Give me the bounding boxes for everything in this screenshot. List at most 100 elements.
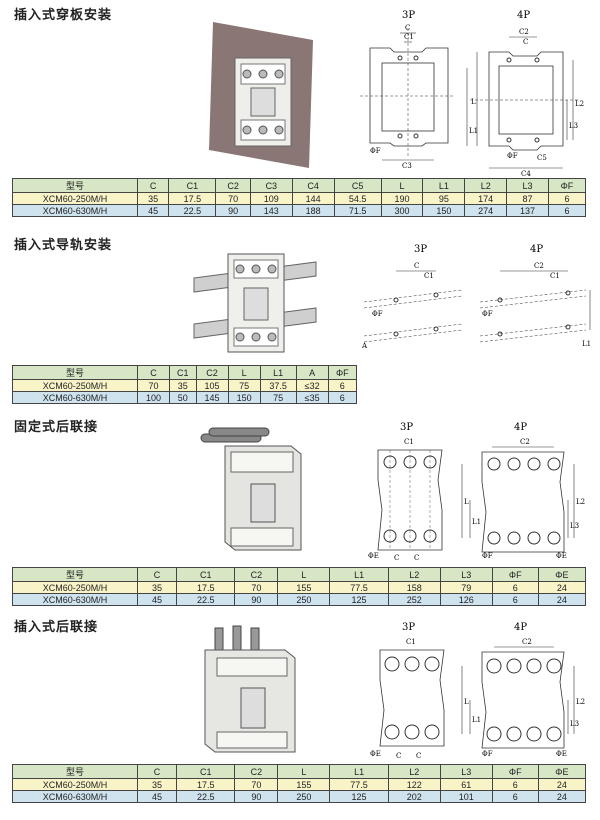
dim-phie: ΦE xyxy=(370,750,381,758)
table-cell: XCM60-630M/H xyxy=(12,391,138,404)
table-cell: 22.5 xyxy=(175,593,236,606)
table-cell: 125 xyxy=(329,790,389,803)
label-3p: 3P xyxy=(402,622,415,633)
dim-a: A xyxy=(362,342,368,350)
table-header-cell: ΦF xyxy=(327,365,358,380)
table-header-cell: C1 xyxy=(175,764,236,779)
table-cell: 17.5 xyxy=(168,192,217,205)
table-cell: 22.5 xyxy=(168,204,217,217)
table-cell: 144 xyxy=(291,192,335,205)
table-cell: 158 xyxy=(387,581,441,594)
dim-c1: C1 xyxy=(550,272,560,280)
dim-l3: L3 xyxy=(569,122,578,130)
diagram-4p-through-panel: 4P C2 C L1 L L2 L3 ΦF C5 C4 xyxy=(466,10,584,178)
table-header-cell: C3 xyxy=(249,178,293,193)
label-4p: 4P xyxy=(530,244,543,255)
table-cell: 70 xyxy=(215,192,251,205)
table-cell: 125 xyxy=(329,593,389,606)
table-cell: 137 xyxy=(506,204,549,217)
table-cell: 6 xyxy=(491,778,539,791)
table-cell: 70 xyxy=(136,379,171,392)
dim-phif: ΦF xyxy=(482,552,493,560)
table-cell: 155 xyxy=(277,581,331,594)
table-header-cell: L2 xyxy=(387,567,441,582)
table-cell: ≤35 xyxy=(295,391,329,404)
dim-phif: ΦF xyxy=(482,750,493,758)
table-header-cell: C2 xyxy=(195,365,229,380)
dim-c: C xyxy=(396,752,401,760)
breaker-through-panel-photo xyxy=(209,22,313,168)
table-cell: 77.5 xyxy=(329,581,389,594)
table-cell: 75 xyxy=(227,379,261,392)
dim-c2: C2 xyxy=(534,262,544,270)
diagram-3p-through-panel: 3P C C1 ΦF C3 xyxy=(360,10,455,170)
table-cell: 250 xyxy=(277,593,331,606)
dim-c: C xyxy=(414,262,419,270)
table-cell: 77.5 xyxy=(329,778,389,791)
table-header-cell: ΦE xyxy=(537,764,587,779)
table-cell: 90 xyxy=(234,790,279,803)
dim-l1: L1 xyxy=(469,127,478,135)
table-cell: 174 xyxy=(464,192,508,205)
dim-c2: C2 xyxy=(520,438,530,446)
table-cell: XCM60-250M/H xyxy=(12,192,138,205)
table-cell: 50 xyxy=(169,391,197,404)
diagram-3p-fixed-rear: 3P C1 ΦE C C xyxy=(368,422,443,562)
dim-c5: C5 xyxy=(537,154,547,162)
table-header-cell: L3 xyxy=(439,764,493,779)
table-header-cell: 型号 xyxy=(12,365,138,380)
table-header-cell: C1 xyxy=(175,567,236,582)
dim-l: L xyxy=(464,698,469,706)
table-cell: 202 xyxy=(387,790,441,803)
dim-c4: C4 xyxy=(521,170,531,178)
table-header-cell: L2 xyxy=(387,764,441,779)
table-cell: XCM60-630M/H xyxy=(12,204,138,217)
diagram-4p-fixed-rear: 4P C2 L L1 L2 L3 ΦF ΦE xyxy=(461,422,585,560)
table-header-cell: L xyxy=(277,567,331,582)
table-cell: 17.5 xyxy=(175,581,236,594)
dim-l1: L1 xyxy=(472,716,481,724)
dim-c1: C1 xyxy=(404,33,414,41)
dim-c3: C3 xyxy=(402,162,412,170)
table-cell: 24 xyxy=(537,778,587,791)
table-cell: 252 xyxy=(387,593,441,606)
breaker-plugin-rear-photo xyxy=(204,625,296,753)
table-cell: 150 xyxy=(227,391,261,404)
table-cell: 190 xyxy=(380,192,424,205)
dim-phie: ΦE xyxy=(556,552,567,560)
table-header-cell: C4 xyxy=(291,178,335,193)
table-header-cell: C2 xyxy=(234,764,279,779)
table-cell: 126 xyxy=(439,593,493,606)
table-header-cell: A xyxy=(295,365,329,380)
dim-c1: C1 xyxy=(424,272,434,280)
table-cell: ≤32 xyxy=(295,379,329,392)
table-cell: 24 xyxy=(537,790,587,803)
label-3p: 3P xyxy=(400,422,413,433)
table-header-cell: L1 xyxy=(329,567,389,582)
table-cell: 71.5 xyxy=(333,204,382,217)
table-cell: 274 xyxy=(464,204,508,217)
table-header-cell: L3 xyxy=(439,567,493,582)
table-header-cell: C xyxy=(136,365,171,380)
table-cell: 250 xyxy=(277,790,331,803)
table-cell: 90 xyxy=(215,204,251,217)
dim-phif: ΦF xyxy=(507,152,518,160)
table-header-cell: C1 xyxy=(168,178,217,193)
table-cell: 24 xyxy=(537,593,587,606)
label-3p: 3P xyxy=(402,10,415,21)
dim-phie: ΦE xyxy=(368,552,379,560)
dim-l3: L3 xyxy=(570,720,579,728)
table-cell: 300 xyxy=(380,204,424,217)
table-cell: 45 xyxy=(136,204,170,217)
table-cell: 45 xyxy=(137,790,177,803)
table-cell: 22.5 xyxy=(175,790,236,803)
dim-l: L xyxy=(464,498,469,506)
table-cell: 188 xyxy=(291,204,335,217)
